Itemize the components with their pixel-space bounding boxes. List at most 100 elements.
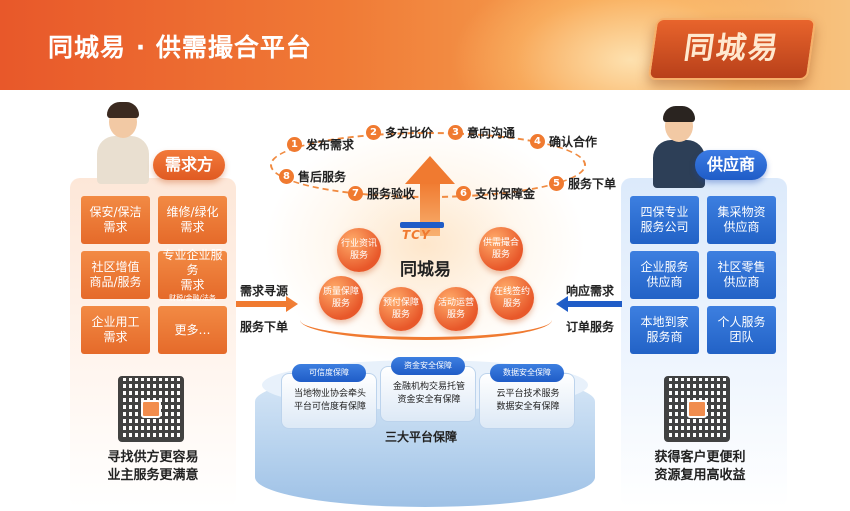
- tile-line: 商品/服务: [89, 275, 142, 289]
- tile-line: 团队: [729, 330, 754, 344]
- guarantee-line: 金融机构交易托管: [392, 382, 465, 392]
- person-hair: [107, 102, 139, 118]
- process-step: 6 支付保障金: [456, 185, 535, 202]
- step-number: 6: [456, 186, 471, 201]
- supply-tile[interactable]: 四保专业服务公司: [630, 196, 699, 244]
- tile-line: 需求: [103, 220, 128, 234]
- tile-line: 更多…: [174, 322, 211, 337]
- tile-line: 需求: [180, 220, 205, 234]
- tile-line: 专业企业服务: [162, 247, 223, 277]
- demand-slogan: 寻找供方更容易 业主服务更满意: [70, 449, 236, 485]
- guarantee-title: 三大平台保障: [385, 430, 458, 444]
- tile-line: 企业服务: [640, 260, 689, 274]
- slogan-line: 资源复用高收益: [654, 468, 746, 483]
- process-step: 5 服务下单: [549, 175, 616, 192]
- demand-qr-code[interactable]: [118, 376, 184, 442]
- tile-line: 供应商: [723, 275, 760, 289]
- slogan-line: 获得客户更便利: [654, 450, 746, 465]
- demand-tile[interactable]: 专业企业服务需求财税/金融/法务: [158, 247, 227, 302]
- step-label: 确认合作: [549, 135, 598, 149]
- supply-tile[interactable]: 企业服务供应商: [630, 251, 699, 299]
- tile-line: 企业用工: [91, 315, 140, 329]
- tile-line: 四保专业: [640, 205, 689, 219]
- tile-line: 社区零售: [717, 260, 766, 274]
- supply-person-illustration: [651, 106, 707, 190]
- page-title: 同城易 · 供需撮合平台: [48, 33, 312, 62]
- tile-line: 服务商: [646, 330, 683, 344]
- service-bubble[interactable]: 行业资讯服务: [337, 228, 381, 272]
- demand-person-illustration: [95, 102, 151, 186]
- guarantee-tag: 数据安全保障: [490, 364, 564, 382]
- step-number: 1: [287, 137, 302, 152]
- step-number: 2: [366, 125, 381, 140]
- step-number: 7: [348, 186, 363, 201]
- logo-text: TCY: [402, 228, 431, 242]
- demand-tile[interactable]: 维修/绿化需求: [158, 196, 227, 244]
- supply-tile-grid: 四保专业服务公司 集采物资供应商 企业服务供应商 社区零售供应商 本地到家服务商…: [630, 196, 776, 354]
- logo-bar: [400, 222, 444, 228]
- flow-label-demand-order: 服务下单: [240, 320, 289, 334]
- tile-line: 需求: [180, 277, 205, 292]
- supply-slogan: 获得客户更便利 资源复用高收益: [617, 449, 783, 485]
- step-label: 售后服务: [298, 170, 347, 184]
- guarantee-line: 当地物业协会牵头: [293, 389, 366, 399]
- guarantee-pillar: 资金安全保障 金融机构交易托管 资金安全有保障: [380, 357, 477, 422]
- guarantee-text: 云平台技术服务 数据安全有保障: [480, 388, 576, 414]
- guarantee-text: 金融机构交易托管 资金安全有保障: [381, 381, 477, 407]
- guarantee-pillar: 可信度保障 当地物业协会牵头 平台可信度有保障: [281, 364, 378, 429]
- brand-3d-logo: 同城易: [647, 18, 817, 80]
- guarantee-line: 云平台技术服务: [496, 389, 560, 399]
- header-banner: 同城易 · 供需撮合平台 同城易: [0, 0, 850, 90]
- demand-tile-more[interactable]: 更多…: [158, 306, 227, 354]
- tile-line: 供应商: [646, 275, 683, 289]
- tile-line: 个人服务: [717, 315, 766, 329]
- step-number: 4: [530, 134, 545, 149]
- step-label: 多方比价: [385, 126, 434, 140]
- process-step: 2 多方比价: [366, 124, 433, 141]
- tcy-logo: TCY: [394, 218, 454, 248]
- tile-line: 集采物资: [717, 205, 766, 219]
- arrow-shaft: [567, 301, 622, 307]
- supply-tile[interactable]: 个人服务团队: [707, 306, 776, 354]
- tile-line: 社区增值: [91, 260, 140, 274]
- qr-center-logo: [141, 400, 161, 418]
- step-label: 服务下单: [568, 177, 617, 191]
- guarantee-line: 资金安全有保障: [397, 395, 461, 405]
- service-bubble[interactable]: 供需撮合服务: [479, 227, 523, 271]
- tile-line: 服务公司: [640, 220, 689, 234]
- guarantee-pillar: 数据安全保障 云平台技术服务 数据安全有保障: [479, 364, 576, 429]
- supply-tile[interactable]: 本地到家服务商: [630, 306, 699, 354]
- tile-line: 本地到家: [640, 315, 689, 329]
- step-number: 8: [279, 169, 294, 184]
- brand-3d-text: 同城易: [681, 31, 783, 66]
- guarantee-line: 平台可信度有保障: [293, 402, 366, 412]
- arrow-tip-icon: [405, 156, 455, 184]
- step-label: 支付保障金: [475, 187, 536, 201]
- slogan-line: 业主服务更满意: [107, 468, 199, 483]
- qr-center-logo: [687, 400, 707, 418]
- guarantee-line: 数据安全有保障: [496, 402, 560, 412]
- flow-label-supply-order: 订单服务: [566, 320, 615, 334]
- demand-tile[interactable]: 社区增值商品/服务: [81, 251, 150, 299]
- guarantee-text: 当地物业协会牵头 平台可信度有保障: [282, 388, 378, 414]
- tile-subtext: 财税/金融/法务: [169, 293, 216, 302]
- arrow-shaft: [236, 301, 288, 307]
- step-label: 意向沟通: [467, 126, 516, 140]
- tile-line: 需求: [103, 330, 128, 344]
- process-step: 8 售后服务: [279, 168, 346, 185]
- demand-title-badge: 需求方: [153, 150, 226, 180]
- demand-tile[interactable]: 企业用工需求: [81, 306, 150, 354]
- platform-name: 同城易: [400, 260, 451, 280]
- tile-line: 维修/绿化: [166, 205, 219, 219]
- demand-tile[interactable]: 保安/保洁需求: [81, 196, 150, 244]
- supply-qr-code[interactable]: [664, 376, 730, 442]
- supply-tile[interactable]: 社区零售供应商: [707, 251, 776, 299]
- platform-base-ring: [300, 300, 552, 340]
- person-body: [97, 136, 149, 184]
- step-number: 5: [549, 176, 564, 191]
- guarantee-tag: 资金安全保障: [391, 357, 465, 375]
- supply-tile[interactable]: 集采物资供应商: [707, 196, 776, 244]
